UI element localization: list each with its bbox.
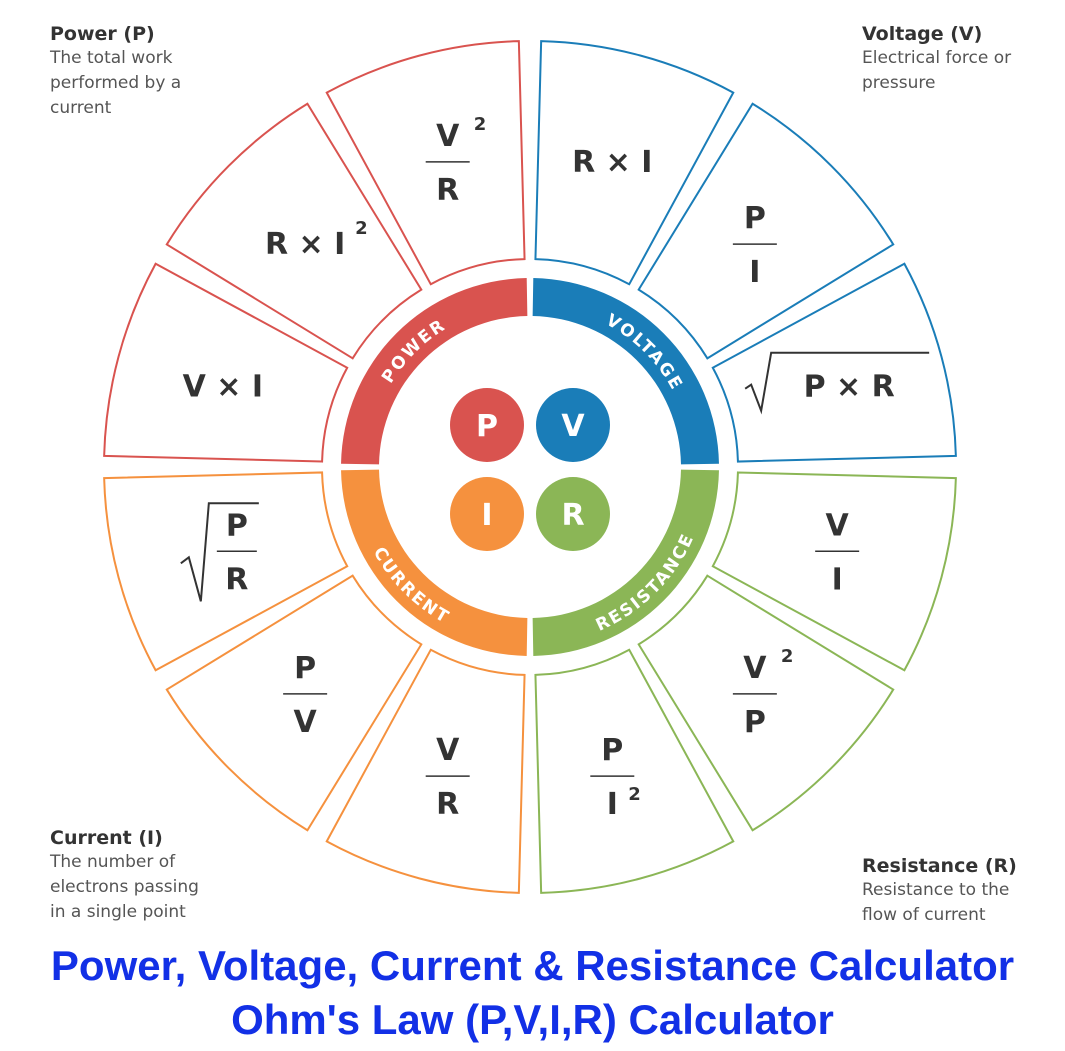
current-legend-line: electrons passing xyxy=(50,877,199,897)
power-legend-line: current xyxy=(50,98,112,118)
formula-denominator: I xyxy=(832,562,843,597)
resistance-ring-arc xyxy=(532,469,719,656)
center-r-badge: R xyxy=(536,477,610,551)
sqrt-sign xyxy=(744,351,930,415)
power-segment-shape xyxy=(165,102,423,360)
power-segment-shape xyxy=(103,262,349,463)
voltage-formula-segment: P × R xyxy=(711,262,957,463)
formula-denominator: V xyxy=(294,705,318,740)
formula-text: P × R xyxy=(804,370,895,405)
current-legend-line: The number of xyxy=(50,852,176,872)
formula-denominator: R xyxy=(436,173,459,208)
center-r-letter: R xyxy=(561,498,584,533)
current-segment-shape xyxy=(165,574,423,832)
voltage-formula-segment: PI xyxy=(637,102,895,360)
resistance-segment-shape xyxy=(534,648,735,894)
formula-numerator: P xyxy=(601,733,623,768)
resistance-segment-shape xyxy=(637,574,895,832)
center-i-circle xyxy=(450,477,524,551)
voltage-segment-shape xyxy=(711,262,957,463)
formula-numerator: V xyxy=(436,119,460,154)
center-p-circle xyxy=(450,388,524,462)
formula-numerator: P xyxy=(226,508,248,543)
resistance-legend-title: Resistance (R) xyxy=(862,855,1017,877)
formula-numerator: P xyxy=(294,651,316,686)
resistance-formula-segment: VP 2 xyxy=(637,574,895,832)
formula-exponent: 2 xyxy=(474,114,487,135)
formula-numerator: V xyxy=(743,651,767,686)
center-r-circle xyxy=(536,477,610,551)
center-v-badge: V xyxy=(536,388,610,462)
power-ring-arc xyxy=(341,278,528,465)
formula-denominator: P xyxy=(744,705,766,740)
current-formula-segment: PR xyxy=(103,471,349,672)
formula-denominator: I xyxy=(607,787,618,822)
resistance-legend-line: flow of current xyxy=(862,905,986,925)
current-formula-segment: VR xyxy=(325,648,526,894)
power-formula-segment: VR 2 xyxy=(325,40,526,286)
center-i-badge: I xyxy=(450,477,524,551)
current-legend-title: Current (I) xyxy=(50,827,163,849)
center-v-circle xyxy=(536,388,610,462)
resistance-legend: Resistance (R) Resistance to the flow of… xyxy=(862,854,1017,928)
center-p-letter: P xyxy=(476,409,498,444)
power-legend: Power (P) The total work performed by a … xyxy=(50,22,181,121)
center-p-badge: P xyxy=(450,388,524,462)
resistance-segment-shape xyxy=(711,471,957,672)
formula-text: R × I xyxy=(572,145,652,180)
formula-numerator: V xyxy=(826,508,850,543)
voltage-legend: Voltage (V) Electrical force or pressure xyxy=(862,22,1011,96)
resistance-formula-segment: VI xyxy=(711,471,957,672)
center-v-letter: V xyxy=(561,409,585,444)
voltage-segment-shape xyxy=(534,40,735,286)
power-legend-title: Power (P) xyxy=(50,23,155,45)
current-segment-shape xyxy=(325,648,526,894)
current-formula-segment: PV xyxy=(165,574,423,832)
formula-denominator: I xyxy=(749,255,760,290)
formula-denominator: R xyxy=(436,787,459,822)
sqrt-sign xyxy=(180,502,259,602)
formula-numerator: P xyxy=(744,201,766,236)
formula-exponent: 2 xyxy=(355,218,368,239)
current-segment-shape xyxy=(103,471,349,672)
formula-exponent: 2 xyxy=(628,784,641,805)
voltage-legend-line: Electrical force or xyxy=(862,48,1012,68)
formula-numerator: V xyxy=(436,733,460,768)
formula-exponent: 2 xyxy=(781,646,794,667)
caption-subtitle: Ohm's Law (P,V,I,R) Calculator xyxy=(231,996,834,1043)
current-legend-line: in a single point xyxy=(50,902,186,922)
formula-text: V × I xyxy=(183,370,263,405)
current-ring-arc xyxy=(341,469,528,656)
resistance-legend-line: Resistance to the xyxy=(862,880,1010,900)
current-legend: Current (I) The number of electrons pass… xyxy=(50,826,199,925)
power-segment-shape xyxy=(325,40,526,286)
voltage-ring-arc xyxy=(532,278,719,465)
voltage-legend-title: Voltage (V) xyxy=(862,23,983,45)
power-legend-line: performed by a xyxy=(50,73,182,93)
power-formula-segment: R × I 2 xyxy=(165,102,423,360)
voltage-legend-line: pressure xyxy=(862,73,936,93)
power-formula-segment: V × I xyxy=(103,262,349,463)
formula-denominator: R xyxy=(225,562,248,597)
power-legend-line: The total work xyxy=(50,48,173,68)
formula-text: R × I xyxy=(265,227,345,262)
voltage-segment-shape xyxy=(637,102,895,360)
center-i-letter: I xyxy=(481,498,492,533)
voltage-formula-segment: R × I xyxy=(534,40,735,286)
caption-title: Power, Voltage, Current & Resistance Cal… xyxy=(50,942,1015,989)
